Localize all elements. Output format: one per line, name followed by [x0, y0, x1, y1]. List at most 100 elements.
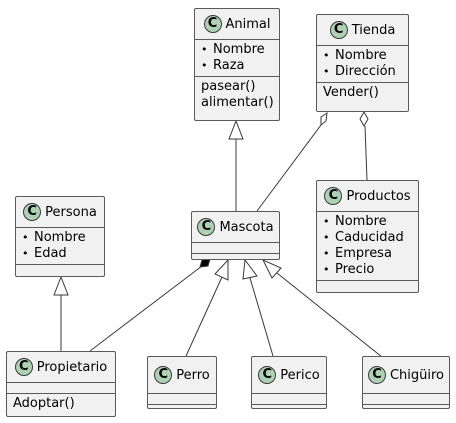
attribute-bullet: • [323, 231, 330, 244]
edge-perro-mascota [185, 276, 223, 357]
attribute-name: Nombre [335, 214, 387, 229]
class-animal-attributes: • Nombre • Raza [195, 39, 279, 76]
class-chiguiro-attributes [363, 393, 449, 404]
attribute-bullet: • [201, 43, 208, 56]
class-stereotype-icon: C [258, 366, 277, 384]
class-tienda-header: C Tienda [317, 15, 408, 45]
class-persona-methods [16, 264, 104, 275]
attribute-bullet: • [22, 231, 29, 244]
attribute-name: Caducidad [335, 230, 404, 245]
attribute-bullet: • [201, 59, 208, 72]
class-persona-name: Persona [45, 204, 97, 220]
class-animal[interactable]: C Animal • Nombre • Raza pasear() alimenta… [194, 8, 280, 121]
class-tienda-name: Tienda [351, 22, 396, 38]
attribute-bullet: • [323, 215, 330, 228]
attribute-row: • Nombre [201, 42, 273, 58]
class-perro-methods [148, 404, 216, 415]
class-chiguiro-name: Chigüiro [389, 367, 445, 383]
class-stereotype-icon: C [324, 187, 343, 205]
class-stereotype-icon: C [329, 21, 348, 39]
class-productos-methods [317, 280, 418, 291]
method-name: Vender() [323, 85, 379, 100]
class-stereotype-icon: C [197, 218, 216, 236]
attribute-name: Raza [213, 58, 245, 73]
class-animal-header: C Animal [195, 9, 279, 39]
edge-tienda-productos [364, 125, 368, 181]
method-name: alimentar() [201, 95, 274, 110]
class-productos-name: Productos [346, 188, 411, 204]
attribute-name: Nombre [335, 48, 387, 63]
class-tienda[interactable]: C Tienda • Nombre •Dirección Vender() [316, 14, 409, 112]
attribute-row: • Nombre [323, 48, 402, 64]
attribute-row: • Raza [201, 58, 273, 74]
class-animal-methods: pasear() alimentar() [195, 76, 279, 113]
attribute-row: • Edad [22, 246, 98, 262]
attribute-row: • Nombre [22, 230, 98, 246]
class-propietario-attributes [7, 382, 115, 393]
class-productos-header: C Productos [317, 181, 418, 211]
class-persona-attributes: • Nombre • Edad [16, 227, 104, 264]
attribute-row: • Precio [323, 262, 412, 278]
inheritance-arrow-chiguiro [261, 258, 282, 279]
class-stereotype-icon: C [367, 366, 386, 384]
aggregation-diamond-tienda-productos [359, 110, 369, 128]
class-chiguiro-methods [363, 404, 449, 415]
class-chiguiro-header: C Chigüiro [363, 357, 449, 393]
class-perro-attributes [148, 393, 216, 404]
method-name: Adoptar() [13, 396, 75, 411]
class-propietario[interactable]: C Propietario Adoptar() [6, 351, 116, 417]
aggregation-diamond-tienda-mascota [320, 111, 328, 127]
class-mascota-name: Mascota [219, 219, 274, 235]
class-perro-header: C Perro [148, 357, 216, 393]
class-perro-name: Perro [176, 367, 210, 383]
attribute-row: •Dirección [323, 64, 402, 80]
class-productos[interactable]: C Productos • Nombre • Caducidad • Empresa … [316, 180, 419, 293]
class-tienda-attributes: • Nombre •Dirección [317, 45, 408, 82]
attribute-bullet: • [22, 247, 29, 260]
attribute-bullet: • [323, 247, 330, 260]
class-animal-name: Animal [225, 16, 271, 32]
class-perico-methods [252, 404, 326, 415]
inheritance-arrow-persona [53, 275, 69, 296]
method-name: pasear() [201, 79, 256, 94]
class-stereotype-icon: C [14, 358, 33, 376]
class-perico-name: Perico [280, 367, 320, 383]
attribute-row: • Nombre [323, 214, 412, 230]
class-stereotype-icon: C [203, 15, 222, 33]
attribute-name: Precio [335, 262, 375, 277]
class-propietario-name: Propietario [36, 359, 108, 375]
class-mascota-attributes [192, 242, 279, 253]
class-propietario-header: C Propietario [7, 352, 115, 382]
class-chiguiro[interactable]: C Chigüiro [362, 356, 450, 409]
class-stereotype-icon: C [154, 366, 173, 384]
inheritance-arrow-perico [242, 258, 258, 280]
class-persona[interactable]: C Persona • Nombre • Edad [15, 196, 105, 277]
class-perico-header: C Perico [252, 357, 326, 393]
attribute-name: Edad [34, 246, 67, 261]
attribute-name: Nombre [34, 230, 86, 245]
inheritance-arrow-perro [214, 258, 229, 281]
inheritance-arrow-animal [228, 119, 244, 140]
attribute-name: Nombre [213, 42, 265, 57]
class-perico-attributes [252, 393, 326, 404]
class-perro[interactable]: C Perro [147, 356, 217, 409]
attribute-bullet: • [323, 49, 330, 62]
attribute-name: Empresa [335, 246, 392, 261]
attribute-row: • Caducidad [323, 230, 412, 246]
class-mascota-header: C Mascota [192, 212, 279, 242]
attribute-name: Dirección [335, 64, 396, 79]
class-persona-header: C Persona [16, 197, 104, 227]
edge-mascota-propietario [89, 265, 203, 352]
edge-perico-mascota [249, 277, 274, 357]
class-perico[interactable]: C Perico [251, 356, 327, 409]
class-productos-attributes: • Nombre • Caducidad • Empresa • Precio [317, 211, 418, 280]
attribute-row: • Empresa [323, 246, 412, 262]
edge-chiguiro-mascota [276, 272, 383, 358]
edge-tienda-mascota [256, 124, 322, 212]
attribute-bullet: • [323, 263, 330, 276]
class-propietario-methods: Adoptar() [7, 393, 115, 414]
class-mascota[interactable]: C Mascota [191, 211, 280, 260]
class-tienda-methods: Vender() [317, 82, 408, 103]
class-stereotype-icon: C [23, 203, 42, 221]
